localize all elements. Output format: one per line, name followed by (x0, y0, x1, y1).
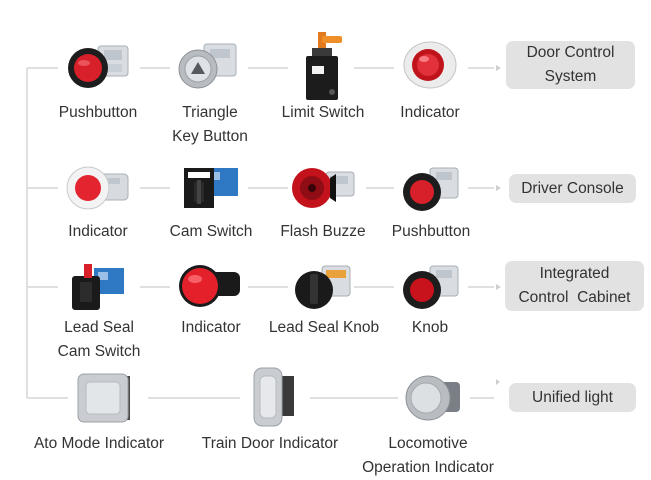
flash-buzzer-icon (292, 168, 355, 208)
item-label: Flash Buzze (280, 223, 366, 240)
red-dome-indicator-icon (403, 41, 457, 89)
item-label: Ato Mode Indicator (33, 435, 165, 452)
item-label: Lead Seal Knob (268, 319, 380, 336)
red-round-indicator-icon (179, 265, 240, 307)
lead-seal-knob-icon (295, 265, 351, 309)
item-label: Knob (411, 319, 449, 336)
target-unified-light: Unified light (509, 383, 636, 412)
red-pushbutton-icon (68, 45, 129, 88)
cam-switch-icon (184, 168, 238, 208)
triangle-key-button-icon (178, 43, 237, 89)
target-driver-console: Driver Console (509, 174, 636, 203)
ato-mode-indicator-icon (77, 373, 130, 423)
target-integrated-control-cabinet: Integrated Control Cabinet (505, 261, 644, 311)
limit-switch-icon (306, 32, 342, 100)
item-label: Indicator (400, 104, 460, 121)
item-label: Limit Switch (281, 104, 365, 121)
locomotive-operation-indicator-icon (405, 375, 460, 421)
item-label: Triangle Key Button (172, 104, 248, 145)
item-label: Cam Switch (169, 223, 253, 240)
red-knob-icon (403, 265, 459, 309)
red-flat-indicator-icon (66, 166, 129, 210)
lead-seal-cam-switch-icon (72, 264, 124, 310)
red-pushbutton-icon (403, 167, 459, 211)
item-label: Train Door Indicator (201, 435, 339, 452)
train-door-indicator-icon (253, 367, 294, 427)
item-label: Locomotive Operation Indicator (362, 435, 494, 476)
item-label: Pushbutton (391, 223, 471, 240)
item-label: Indicator (181, 319, 241, 336)
target-door-control-system: Door Control System (506, 41, 635, 89)
item-label: Pushbutton (58, 104, 138, 121)
item-label: Lead Seal Cam Switch (57, 319, 141, 360)
item-label: Indicator (68, 223, 128, 240)
